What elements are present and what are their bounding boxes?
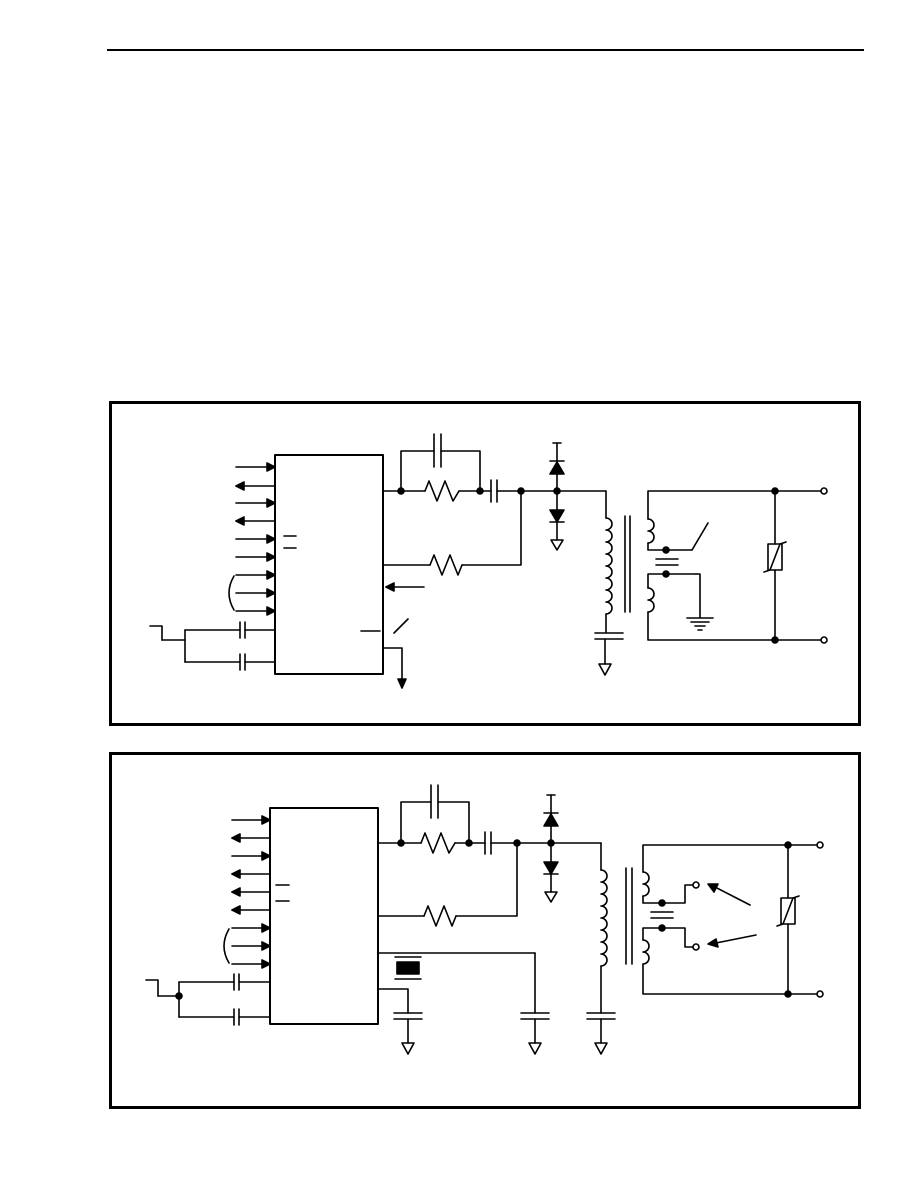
ic-2-clock-capacitors bbox=[145, 973, 271, 1026]
figure-2-circuit bbox=[145, 784, 824, 1055]
ic-2-left-pins bbox=[223, 815, 271, 969]
protection-diodes-2 bbox=[543, 794, 559, 903]
schematic-figure-1-frame bbox=[109, 401, 861, 726]
ic-2-output-network bbox=[377, 784, 602, 1055]
protection-diodes-1 bbox=[549, 442, 565, 551]
transformer-1 bbox=[594, 487, 828, 676]
ic-1-clock-capacitors bbox=[149, 621, 276, 671]
ic-1-output-network bbox=[382, 433, 607, 689]
figure-1-circuit bbox=[149, 433, 828, 689]
ic-1 bbox=[274, 454, 384, 675]
ic-1-left-pins bbox=[228, 462, 276, 616]
schematic-figure-2-frame bbox=[109, 752, 861, 1109]
transformer-2 bbox=[586, 841, 824, 1055]
page-header-rule bbox=[107, 49, 864, 51]
ic-2 bbox=[269, 807, 379, 1025]
